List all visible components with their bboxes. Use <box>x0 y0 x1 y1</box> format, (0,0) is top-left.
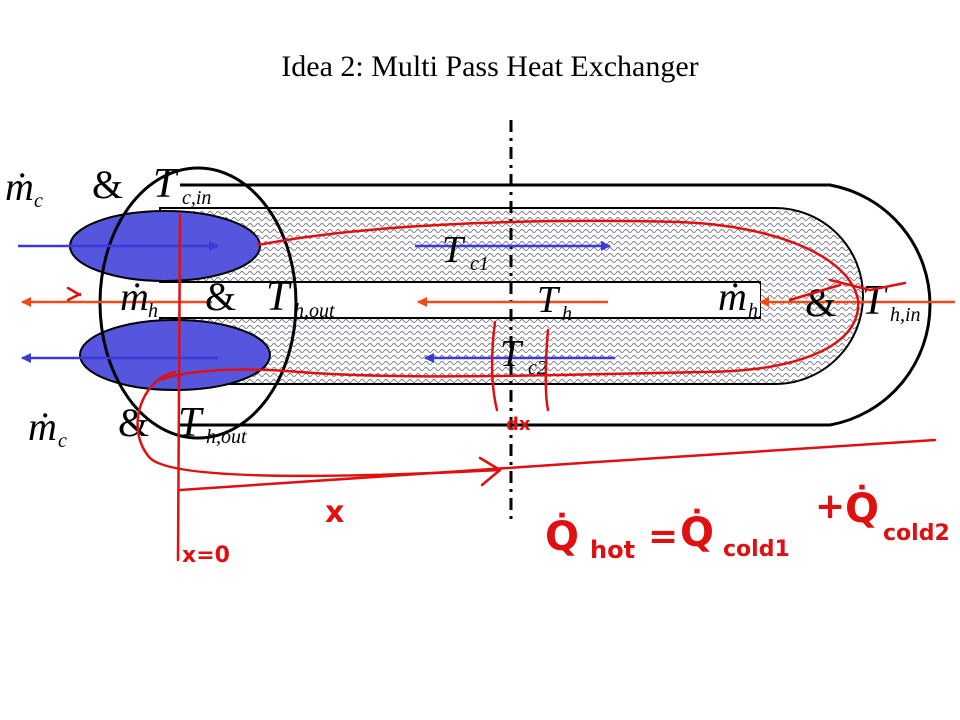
svg-text:h,in: h,in <box>890 304 921 326</box>
svg-text:Q̇: Q̇ <box>545 512 579 560</box>
label-tc1: T c1 <box>442 229 489 275</box>
svg-text:T: T <box>862 278 888 324</box>
svg-text:ṁ: ṁ <box>718 274 747 319</box>
svg-text:ṁ: ṁ <box>120 274 149 319</box>
tick-mark-left <box>66 286 82 302</box>
slide-title: Idea 2: Multi Pass Heat Exchanger <box>281 50 698 83</box>
svg-text:h,out: h,out <box>206 426 247 448</box>
svg-text:c1: c1 <box>470 253 489 275</box>
x-label: x <box>325 495 344 530</box>
dx-label: dx <box>506 414 531 435</box>
svg-text:c2: c2 <box>528 357 547 379</box>
svg-text:&: & <box>205 274 236 319</box>
svg-text:&: & <box>92 162 123 207</box>
svg-text:Q̇: Q̇ <box>680 508 714 556</box>
x-direction-arrowhead <box>478 456 502 487</box>
svg-text:cold2: cold2 <box>883 521 950 546</box>
svg-text:T: T <box>442 229 466 271</box>
svg-text:=: = <box>648 516 678 557</box>
svg-text:hot: hot <box>590 536 635 564</box>
dx-bracket <box>490 320 550 412</box>
svg-text:h: h <box>562 303 572 325</box>
svg-text:h: h <box>748 300 758 322</box>
svg-text:Q̇: Q̇ <box>845 484 879 532</box>
svg-text:ṁ: ṁ <box>28 404 57 449</box>
label-mh-left: ṁ h & T h,out <box>120 274 335 322</box>
svg-text:T: T <box>153 161 179 207</box>
svg-text:c: c <box>58 430 67 452</box>
svg-text:cold1: cold1 <box>723 537 790 562</box>
svg-text:T: T <box>500 333 524 375</box>
svg-text:ṁ: ṁ <box>5 164 34 209</box>
shell-side-gap <box>160 284 760 316</box>
tick-marks-right <box>788 278 907 302</box>
label-th: T h <box>537 279 572 325</box>
label-mh-right: ṁ h & T h,in <box>718 274 921 326</box>
x0-label: x=0 <box>182 543 230 568</box>
cold-outlet-ellipse <box>79 319 271 391</box>
svg-text:h,out: h,out <box>294 300 335 322</box>
svg-text:h: h <box>148 300 158 322</box>
energy-balance-equation: Q̇ hot = Q̇ cold1 + Q̇ cold2 <box>545 484 950 564</box>
u-tube-fluid <box>159 207 864 385</box>
red-annotations <box>66 213 937 562</box>
svg-text:c,in: c,in <box>182 187 211 209</box>
svg-text:&: & <box>118 400 149 445</box>
label-tc2: T c2 <box>500 333 547 379</box>
svg-text:T: T <box>537 279 561 321</box>
label-mc-top: ṁ c & T c,in <box>5 161 211 212</box>
x0-line <box>176 213 182 562</box>
svg-text:T: T <box>178 400 204 446</box>
svg-text:+: + <box>815 486 845 527</box>
svg-text:c: c <box>34 190 43 212</box>
x-direction-curve <box>136 370 502 478</box>
flow-path-sketch <box>158 219 860 382</box>
svg-text:T: T <box>266 274 292 320</box>
label-mc-bottom: ṁ c & T h,out <box>28 400 247 452</box>
sloped-line <box>178 438 937 492</box>
